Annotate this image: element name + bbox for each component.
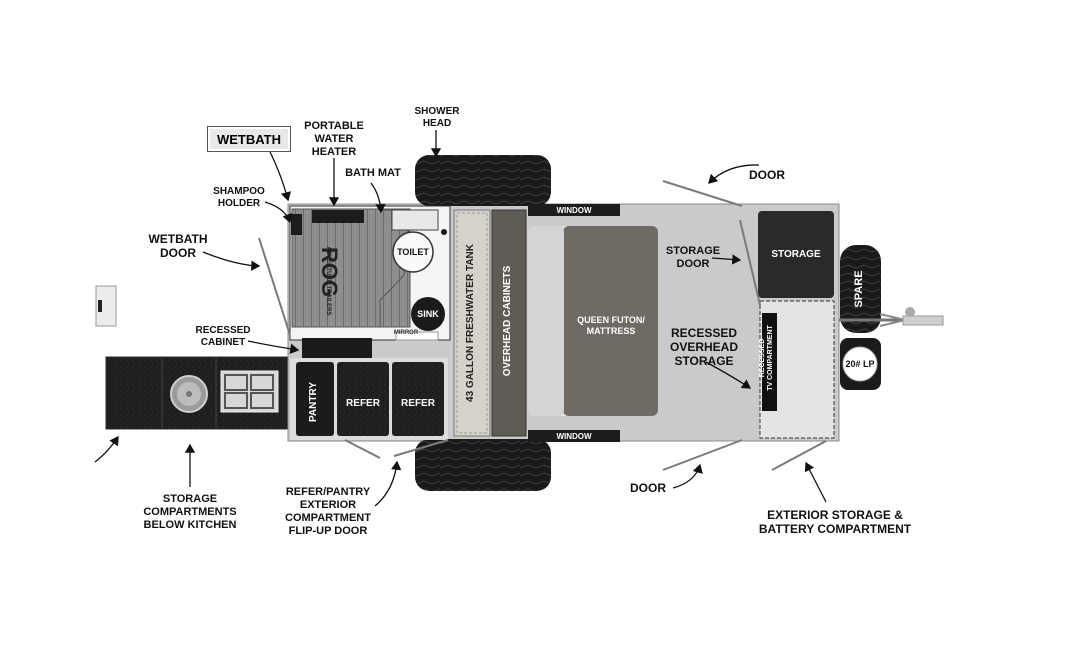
toilet-icon: [392, 231, 434, 273]
spare-tire: [840, 245, 881, 333]
front-storage-label: STORAGE: [771, 248, 821, 260]
stove-cooktop-icon: [220, 370, 279, 413]
kitchen-sink-icon: [170, 375, 208, 413]
tire-top: [415, 155, 551, 206]
window-top-label: WINDOW: [556, 206, 592, 215]
overhead-cabinets: [491, 209, 527, 437]
recessed-cabinet: [302, 338, 372, 358]
hitch-tongue: [839, 307, 944, 327]
rog-logo-subtitle: ADVENTURE TRAILERS: [325, 246, 331, 316]
tv-compartment-strip: [762, 313, 777, 411]
label-exterior-storage-battery: EXTERIOR STORAGE & BATTERY COMPARTMENT: [758, 508, 912, 536]
queen-futon-label: QUEEN FUTON/ MATTRESS: [577, 315, 645, 336]
callout-arrows: [94, 130, 827, 507]
tire-bottom: [415, 439, 551, 491]
front-storage-box: [758, 211, 834, 298]
label-bath-mat: BATH MAT: [345, 167, 401, 179]
tv-compartment-label: RECESSED TV COMPARTMENT: [759, 325, 774, 391]
lp-tank-label: 20# LP: [845, 359, 875, 369]
toilet-label: TOILET: [397, 247, 429, 257]
outdoor-kitchen: [105, 356, 293, 430]
label-storage-door: STORAGE DOOR: [665, 245, 721, 270]
window-bottom: [528, 430, 620, 442]
sink-label: SINK: [417, 309, 439, 319]
label-wetbath-door: WETBATH DOOR: [148, 232, 208, 260]
label-shower-head: SHOWER HEAD: [414, 106, 460, 129]
label-refer-pantry-flip-up-door: REFER/PANTRY EXTERIOR COMPARTMENT FLIP-U…: [285, 486, 371, 537]
window-bottom-label: WINDOW: [556, 432, 592, 441]
label-recessed-overhead-storage: RECESSED OVERHEAD STORAGE: [669, 326, 738, 368]
label-recessed-cabinet: RECESSED CABINET: [195, 325, 251, 348]
overhead-cabinets-label: OVERHEAD CABINETS: [502, 265, 513, 377]
label-portable-water-heater: PORTABLE WATER HEATER: [304, 120, 364, 158]
wetbath-room: [289, 205, 451, 341]
shower-head-icon: [441, 229, 447, 235]
spare-tire-label: SPARE: [853, 270, 865, 308]
label-door-top: DOOR: [749, 168, 785, 182]
pantry-refer-block: [290, 358, 448, 440]
refer-1-label: REFER: [346, 397, 380, 409]
wetbath-tag: WETBATH: [207, 126, 291, 152]
label-door-bottom: DOOR: [630, 481, 666, 495]
queen-futon-bed: [528, 226, 658, 416]
mirror-label: MIRROR: [393, 330, 419, 336]
label-storage-below-kitchen: STORAGE COMPARTMENTS BELOW KITCHEN: [143, 493, 237, 531]
freshwater-tank-label: 43 GALLON FRESHWATER TANK: [465, 244, 476, 402]
freshwater-tank: [453, 209, 491, 437]
partial-sign: [95, 285, 117, 327]
label-shampoo-holder: SHAMPOO HOLDER: [213, 186, 265, 209]
refer-2-label: REFER: [401, 397, 435, 409]
door-lines: [258, 180, 827, 471]
window-top: [528, 204, 620, 216]
sink-icon: [411, 297, 445, 331]
pantry-label: PANTRY: [308, 382, 319, 422]
